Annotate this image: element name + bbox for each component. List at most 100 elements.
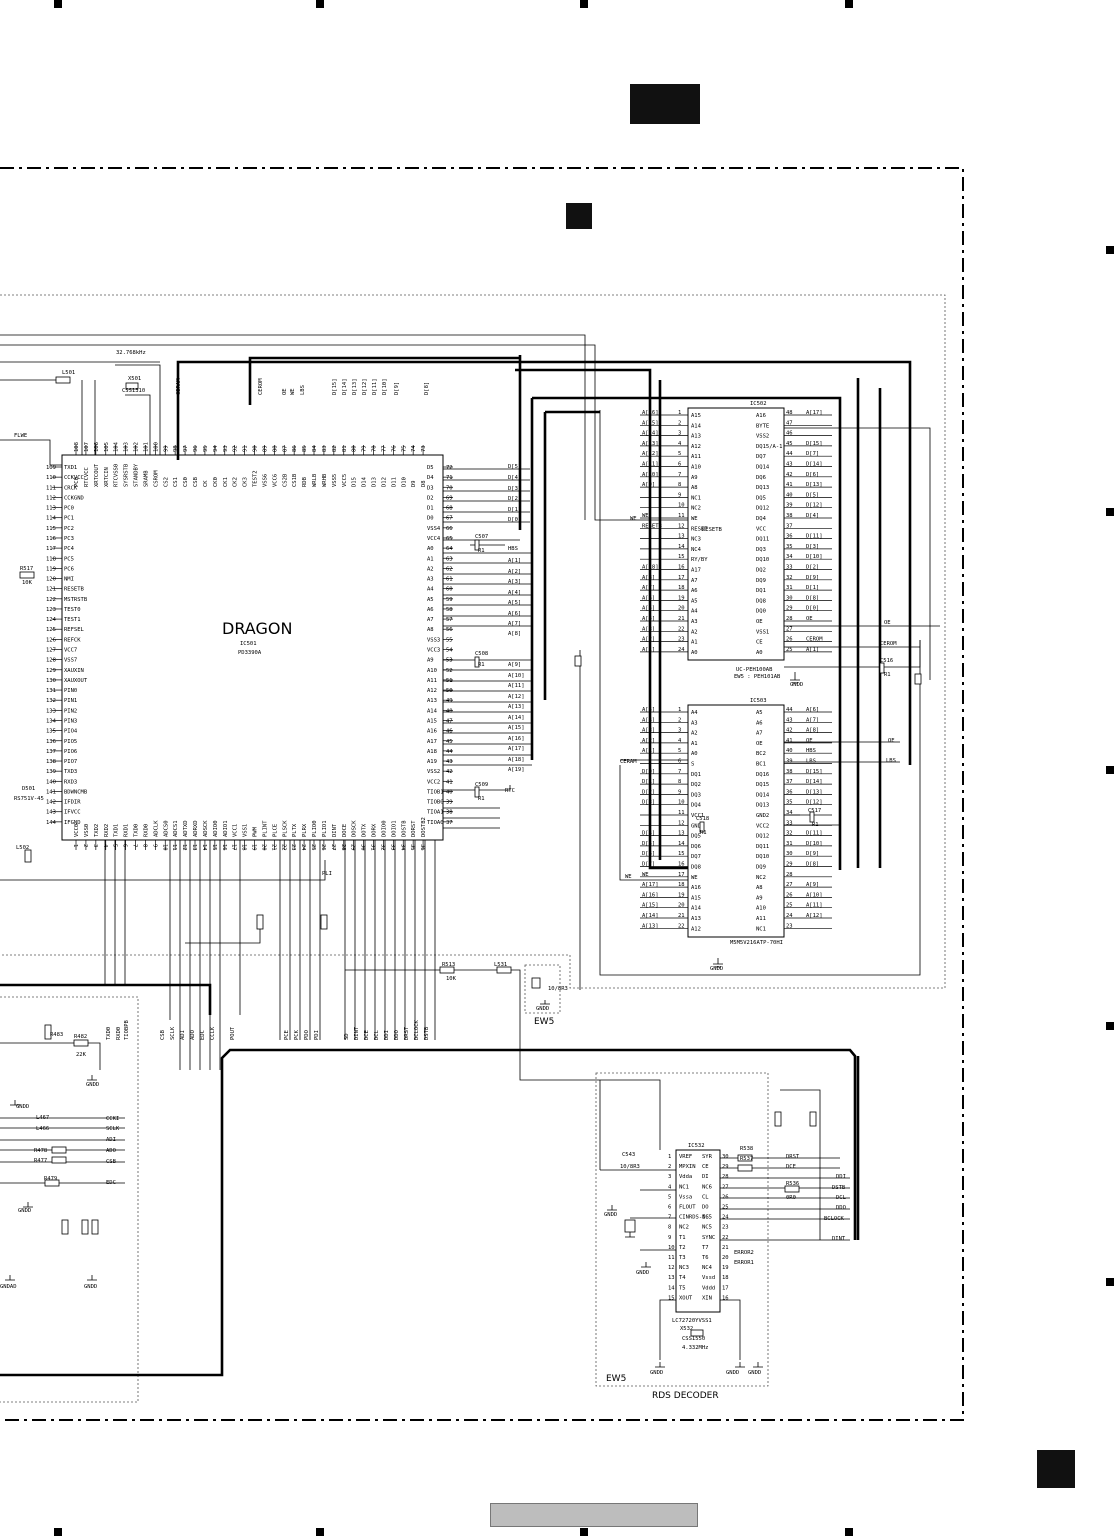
ic501-right-pin-number: 42 <box>446 769 453 775</box>
ic502-pins-right-pin-number: 26 <box>786 637 793 643</box>
ic532-left-pin-number: 9 <box>668 1235 671 1241</box>
gndad-label: GNDAD <box>0 1284 17 1290</box>
ic502-pins-left-pin-number: 20 <box>678 606 685 612</box>
ic502-pins-right-pin-number: 39 <box>786 503 793 509</box>
ic501-bottom-pin-number: 31 <box>370 844 376 851</box>
right-bus-label: A[1] <box>508 558 521 564</box>
ic503-pins-left-net: D[2] <box>642 789 655 795</box>
ic532-right-pin-number: 29 <box>722 1164 729 1170</box>
c507-label: C507 <box>475 534 488 540</box>
ic502-ref: IC502 <box>750 401 767 407</box>
csb-label: CSB <box>106 1159 117 1165</box>
ic501-left-pin-name: PC3 <box>64 536 74 542</box>
ic501-right-pin-name: A11 <box>427 678 437 684</box>
ic502-pins-right-net: A[17] <box>806 410 823 416</box>
ic501-bottom-pin-name: PLCE <box>272 824 278 837</box>
ic503-pins-left-pin-number: 12 <box>678 820 685 826</box>
adi-label: ADI <box>106 1137 116 1143</box>
ic502-pins-right-pin-name: VCC <box>756 526 766 532</box>
ic501-left-pin-number: 130 <box>46 678 56 684</box>
ic502-pins-right-pin-name: DQ2 <box>756 568 766 574</box>
ic502-pins-right-net: D[14] <box>806 462 823 468</box>
ic501-right-pin-name: D2 <box>427 495 434 501</box>
ic501-ref: IC501 <box>240 641 257 647</box>
ic501-right-pin-number: 46 <box>446 729 453 735</box>
ic503-pins-left-pin-number: 5 <box>678 748 681 754</box>
ic532-left-pin-name: MPXIN <box>679 1164 696 1170</box>
registration-mark <box>580 1528 588 1536</box>
ic502-pins-left-pin-name: NC4 <box>691 547 702 553</box>
top-bus-label: D[14] <box>342 378 348 395</box>
bottom-bus-label: SD <box>344 1033 350 1040</box>
ic501-left-pin-name: TEST1 <box>64 617 81 623</box>
ic501-top-pin-name: SRAMB <box>143 470 149 487</box>
ic501-top-pin-number: 92 <box>233 445 239 452</box>
ic502-pins-left-net: A[3] <box>642 626 655 632</box>
ic502-pins-left-pin-name: A10 <box>691 465 701 471</box>
ic501-right-pin-name: VSS2 <box>427 769 440 775</box>
ic501-top-pin-name: CS1B <box>292 473 298 487</box>
ic501-top-pin-name: VSS5 <box>332 474 338 487</box>
ic502-pins-left-net: A[8] <box>642 575 655 581</box>
ic503-pins-left-net: A[5] <box>642 707 655 713</box>
ic502-pins-right-net: D[11] <box>806 534 823 540</box>
ic502-pins-right-pin-number: 47 <box>786 420 793 426</box>
ic501-top-pin-name: CK <box>203 480 209 487</box>
top-bus-label: CEROM <box>258 378 264 395</box>
top-bus-label: D[12] <box>362 378 368 395</box>
registration-mark <box>316 0 324 8</box>
r478-label: R478 <box>34 1148 47 1154</box>
right-bus-label: A[8] <box>508 631 521 637</box>
ic501-top-pin-name: RTCVSS0 <box>114 464 120 487</box>
ew5-label-a: EW5 <box>534 1017 554 1027</box>
top-bus-label: OE <box>282 388 288 395</box>
ic503-pins-right-net: D[8] <box>806 862 819 868</box>
ic501-right-pin-name: VCC3 <box>427 648 440 654</box>
ic532-right-pin-name: CE <box>702 1164 709 1170</box>
section-tab <box>630 84 700 124</box>
ic532-right-pin-name: SYR <box>702 1154 713 1160</box>
edc-label: EDC <box>106 1180 116 1186</box>
ic501-bottom-pin-number: 34 <box>399 844 405 851</box>
ic501-right-pin-number: 56 <box>446 627 453 633</box>
ic532-right-pin-number: 20 <box>722 1255 729 1261</box>
ic501-top-pin-number: 79 <box>362 445 368 452</box>
ic501-top-pin-name: RDB <box>302 476 308 487</box>
bottom-bus-label: PDO <box>304 1030 310 1040</box>
ic502-pins-right-pin-number: 44 <box>786 451 793 457</box>
ic501-top-pin-name: D15 <box>352 477 358 487</box>
ic501-top-pin-name: TEST2 <box>253 470 259 487</box>
ic501-left-pin-number: 122 <box>46 597 56 603</box>
ic501-bottom-pin-name: ADSCK <box>203 820 209 837</box>
ic501-right-pin-number: 72 <box>446 465 453 471</box>
ic503-pins-right-pin-number: 39 <box>786 759 793 765</box>
registration-mark <box>1106 508 1114 516</box>
top-bus-label: D[9] <box>394 382 400 395</box>
ic501-right-pin-number: 49 <box>446 698 453 704</box>
ic501-left-pin-name: REFCK <box>64 637 81 643</box>
ic501-left-pin-name: PIO7 <box>64 759 77 765</box>
ic502-pins-left-pin-number: 5 <box>678 451 681 457</box>
sclk-label: SCLK <box>106 1126 120 1132</box>
ic502-pins-left-pin-name: WE <box>691 516 698 522</box>
ic501-right-pin-number: 66 <box>446 526 453 532</box>
ic501-top-pin-number: 95 <box>203 445 209 452</box>
ic503-pins-left-pin-number: 6 <box>678 759 681 765</box>
ic503-pins-right-net: D[12] <box>806 800 823 806</box>
gndd-12: GNDD <box>748 1370 761 1376</box>
ic502-pins-right-net: D[12] <box>806 503 823 509</box>
ic501-top-pin-name: VCC6 <box>272 474 278 487</box>
ic502-pins-right-net: D[6] <box>806 472 819 478</box>
ic532-right-pin-name: DO <box>702 1205 709 1211</box>
ic501-bottom-pin-name: PLRX <box>302 823 308 837</box>
ic502-pins-right-net: D[3] <box>806 544 819 550</box>
top-bus-label: LBS <box>300 385 306 395</box>
bus-address-right <box>530 396 842 870</box>
ic502-pins-right-pin-name: DQ14 <box>756 465 770 471</box>
ic501-bottom-pin-name: ADCS1 <box>173 820 179 837</box>
ic503-pins-right-pin-name: A11 <box>756 916 766 922</box>
ic532-right-pin-number: 28 <box>722 1174 729 1180</box>
ic501-right-pin-number: 64 <box>446 546 453 552</box>
ic503-pins-right-pin-name: DQ10 <box>756 854 769 860</box>
